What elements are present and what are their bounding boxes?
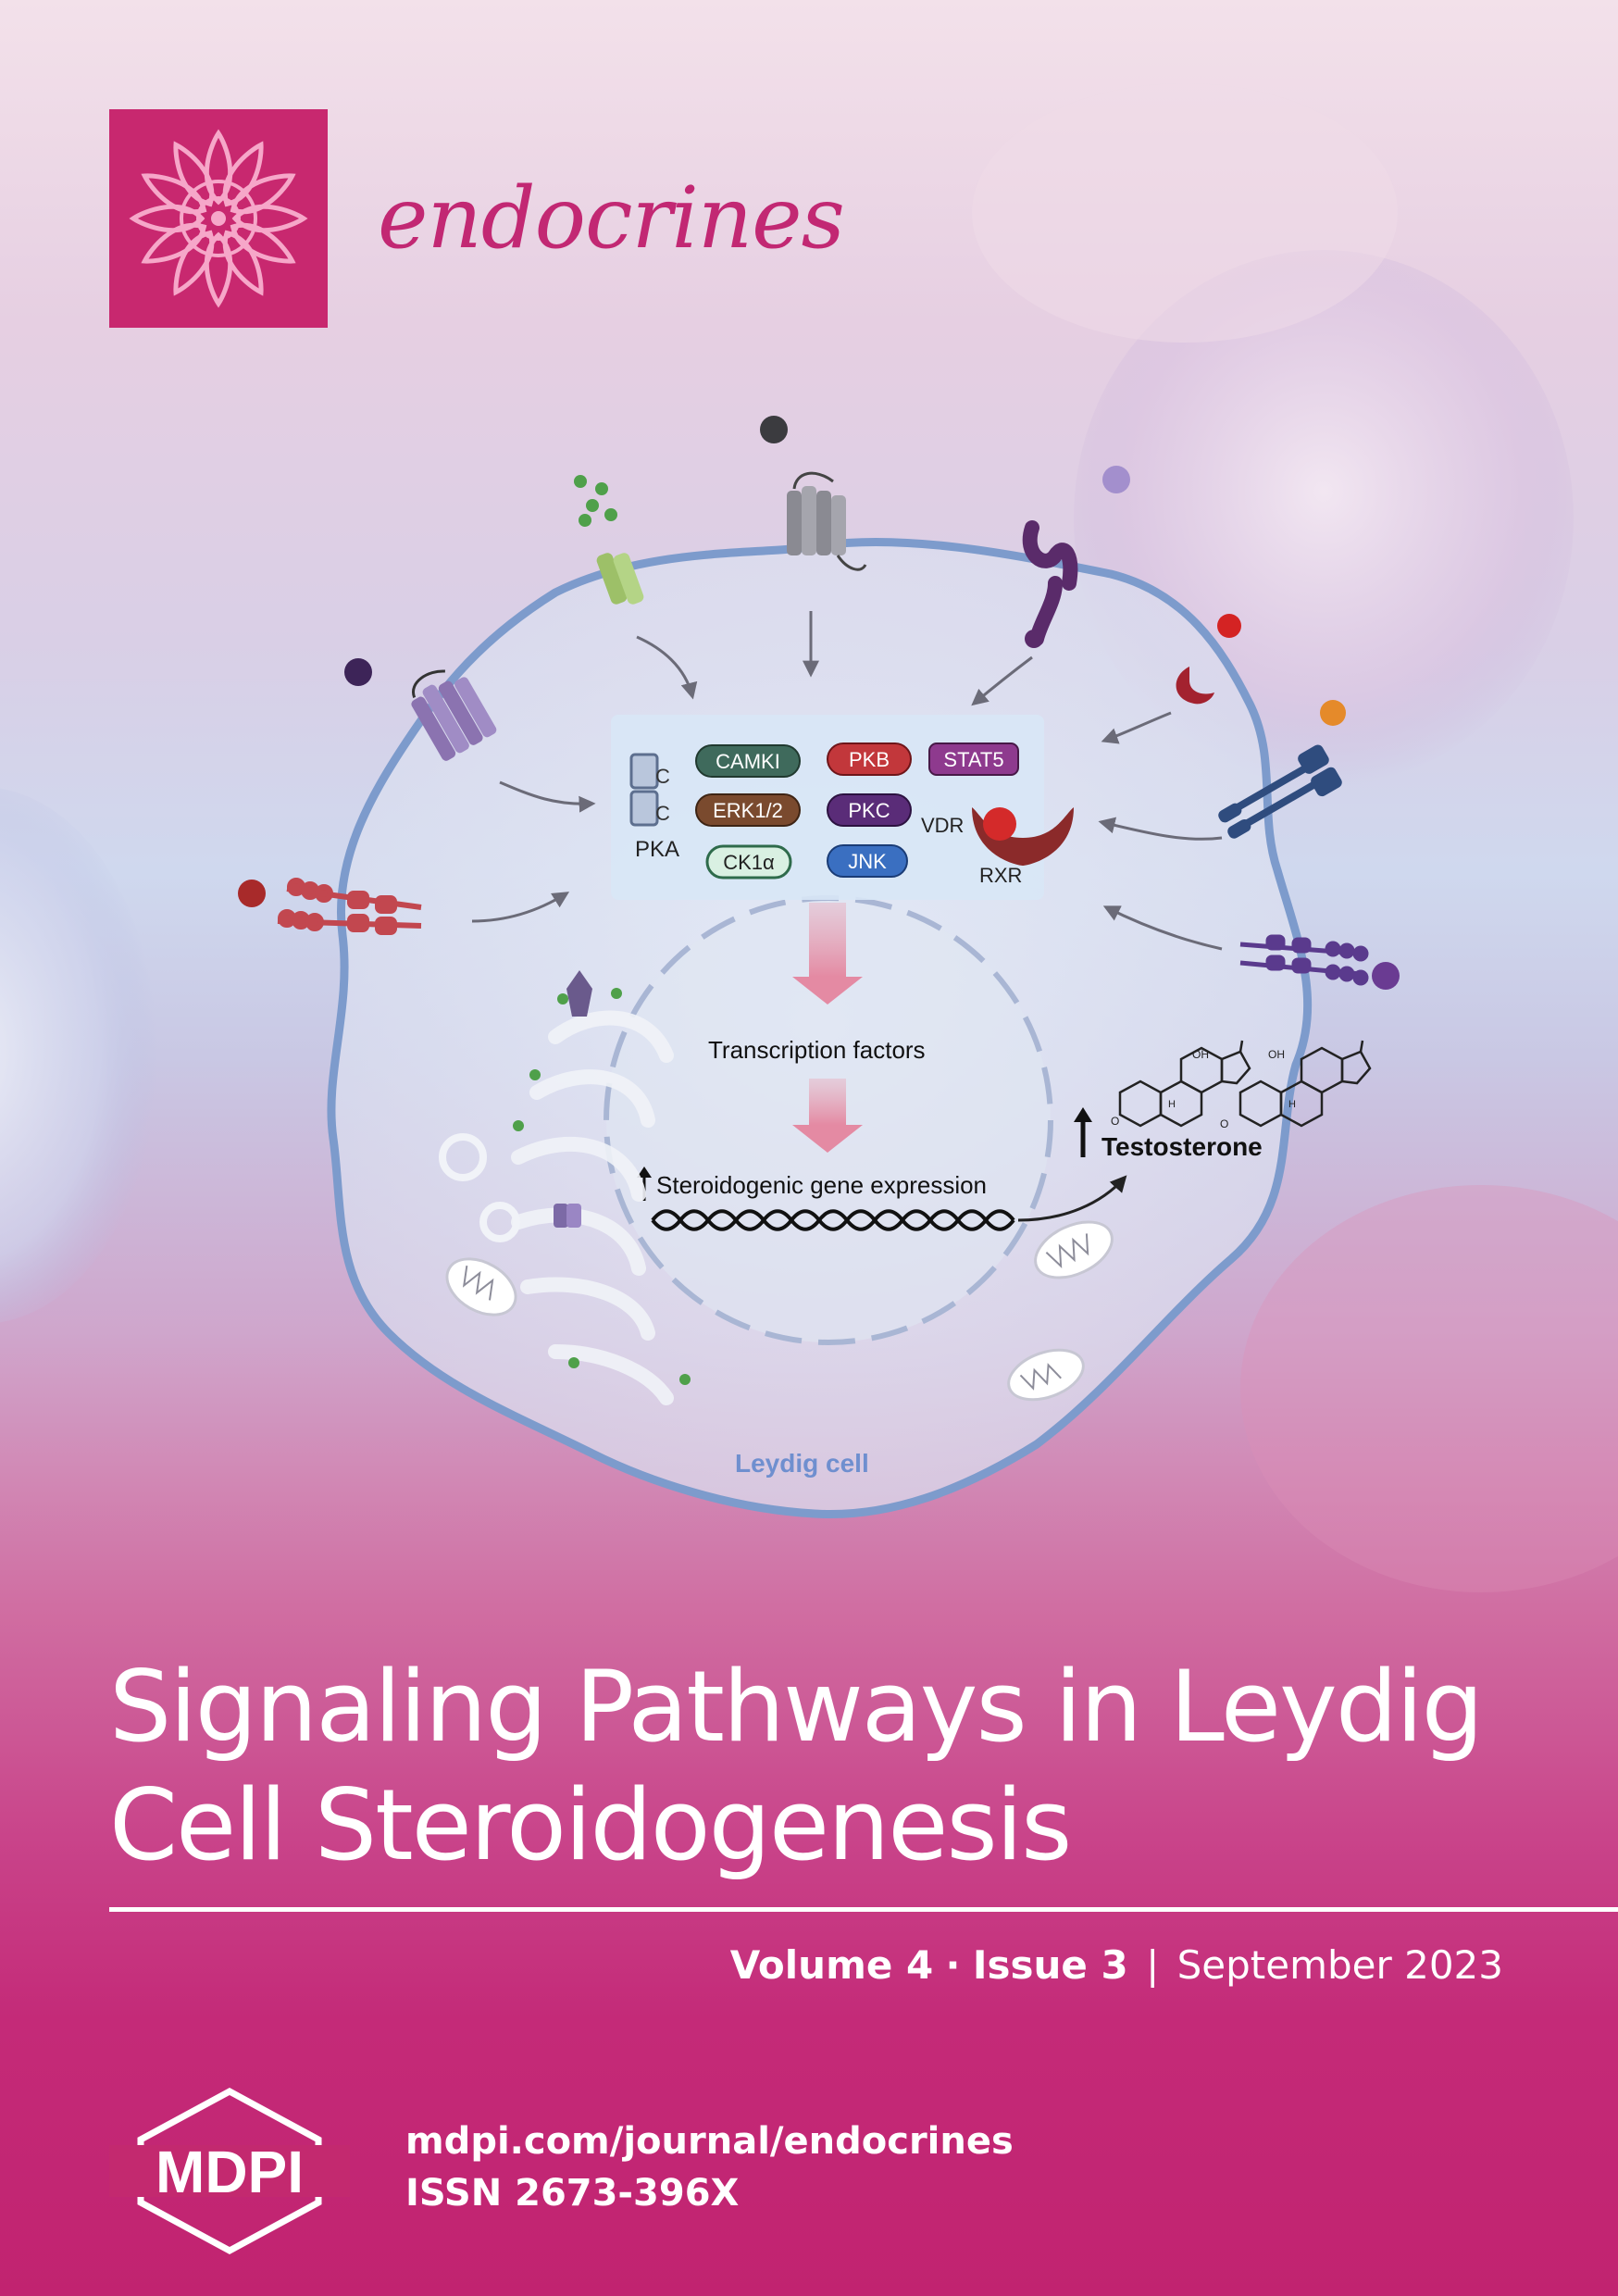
kinase-camki: CAMKI [695,744,801,778]
hydroxyl-label: OH [1192,1048,1209,1061]
article-title: Signaling Pathways in Leydig Cell Steroi… [109,1648,1553,1885]
pka-label: PKA [635,837,679,862]
gpcr-receptor-icon [411,669,497,761]
svg-text:JNK: JNK [848,850,887,873]
kinase-pkc: PKC [827,793,912,827]
vdr-rxr-complex-icon [972,807,1074,866]
ligand-ball [238,880,266,907]
ligand-ball [760,416,788,443]
svg-text:CAMKI: CAMKI [716,750,780,773]
bullet-separator: · [945,1942,961,1988]
gpcr-receptor-icon [787,471,867,571]
background-cell-top [972,83,1398,343]
kinase-erk: ERK1/2 [695,793,801,827]
signal-flow-arrow [792,903,863,1004]
volume-number: Volume 4 [729,1942,934,1988]
ketone-label: O [1111,1115,1119,1128]
signal-arrow [499,780,596,813]
chain-receptor-icon [277,878,422,935]
ligand-crescent [1176,667,1214,705]
hydrogen-label: H [1288,1099,1296,1110]
kinase-stat5: STAT5 [928,742,1019,776]
kinase-jnk: JNK [827,844,908,878]
output-arrow [1017,1175,1127,1222]
tyrosine-kinase-receptor-icon [1218,744,1342,839]
golgi-apparatus-icon [511,1010,674,1405]
pka-icon: C C [629,753,670,827]
journal-name: endocrines [378,168,845,268]
ligand-ball [1320,700,1346,726]
ligand-ball [1217,614,1241,638]
article-title-line: Cell Steroidogenesis [109,1768,1072,1882]
mitochondrion-icon [1007,1348,1085,1402]
rxr-label: RXR [979,864,1022,887]
up-arrow-icon [1074,1107,1092,1157]
signal-arrow [1098,817,1223,841]
signal-arrow [471,892,570,923]
svg-text:ERK1/2: ERK1/2 [713,799,783,822]
issn: ISSN 2673-396X [405,2172,740,2215]
background-cell-bottom-right [1240,1185,1618,1592]
signal-arrow [971,655,1033,706]
receptor-anchor [1025,630,1043,648]
vdr-label: VDR [921,814,964,837]
issue-date: September 2023 [1176,1942,1503,1988]
membrane-transporter-icon [554,1204,581,1228]
signal-flow-arrow [792,1079,863,1153]
leydig-cell-label: Leydig cell [735,1449,869,1478]
vesicle [479,1202,520,1242]
title-divider [109,1907,1618,1912]
ketone-label: O [1220,1117,1228,1130]
svg-text:PKC: PKC [848,799,890,822]
journal-url[interactable]: mdpi.com/journal/endocrines [405,2120,1014,2163]
svg-text:CK1α: CK1α [723,851,775,874]
hydroxyl-label: OH [1268,1048,1285,1061]
mdpi-logo: MDPI [109,2088,350,2254]
testosterone-structure-icon [1118,1040,1372,1128]
small-receptor-icon [566,970,592,1017]
mitochondrion-icon [445,1257,517,1316]
issue-number: Issue 3 [972,1942,1128,1988]
journal-logo [109,109,328,328]
chain-receptor-icon [1239,934,1369,986]
flower-emblem-icon [109,129,328,328]
background-cell-left [0,788,157,1323]
svg-text:STAT5: STAT5 [943,748,1003,771]
gene-expression-label: Steroidogenic gene expression [656,1171,987,1199]
hydrogen-label: H [1168,1099,1176,1110]
ligand-dots [574,475,617,527]
article-title-line: Signaling Pathways in Leydig [109,1650,1484,1764]
kinase-pkb: PKB [827,742,912,776]
ligand-ball [344,658,372,686]
pka-c-label: C [655,802,670,825]
ion-channel-receptor-icon [596,553,644,605]
vesicle [439,1133,487,1181]
signal-arrow [1101,711,1172,744]
ligand-ball [1372,962,1400,990]
kinase-ck1a: CK1α [705,844,792,880]
signal-arrow [636,635,698,700]
testosterone-label: Testosterone [1101,1132,1263,1161]
transcription-factors-label: Transcription factors [708,1036,926,1064]
ligand-ball [1102,466,1130,493]
mitochondrion-icon [1034,1220,1114,1279]
dna-helix-icon [651,1209,1015,1231]
signal-arrow [1102,905,1223,951]
issue-info: Volume 4 · Issue 3 | September 2023 [730,1942,1503,1988]
svg-text:PKB: PKB [849,748,890,771]
pka-c-label: C [655,765,670,788]
mdpi-logo-text: MDPI [156,2139,304,2205]
pipe-separator: | [1146,1942,1160,1988]
